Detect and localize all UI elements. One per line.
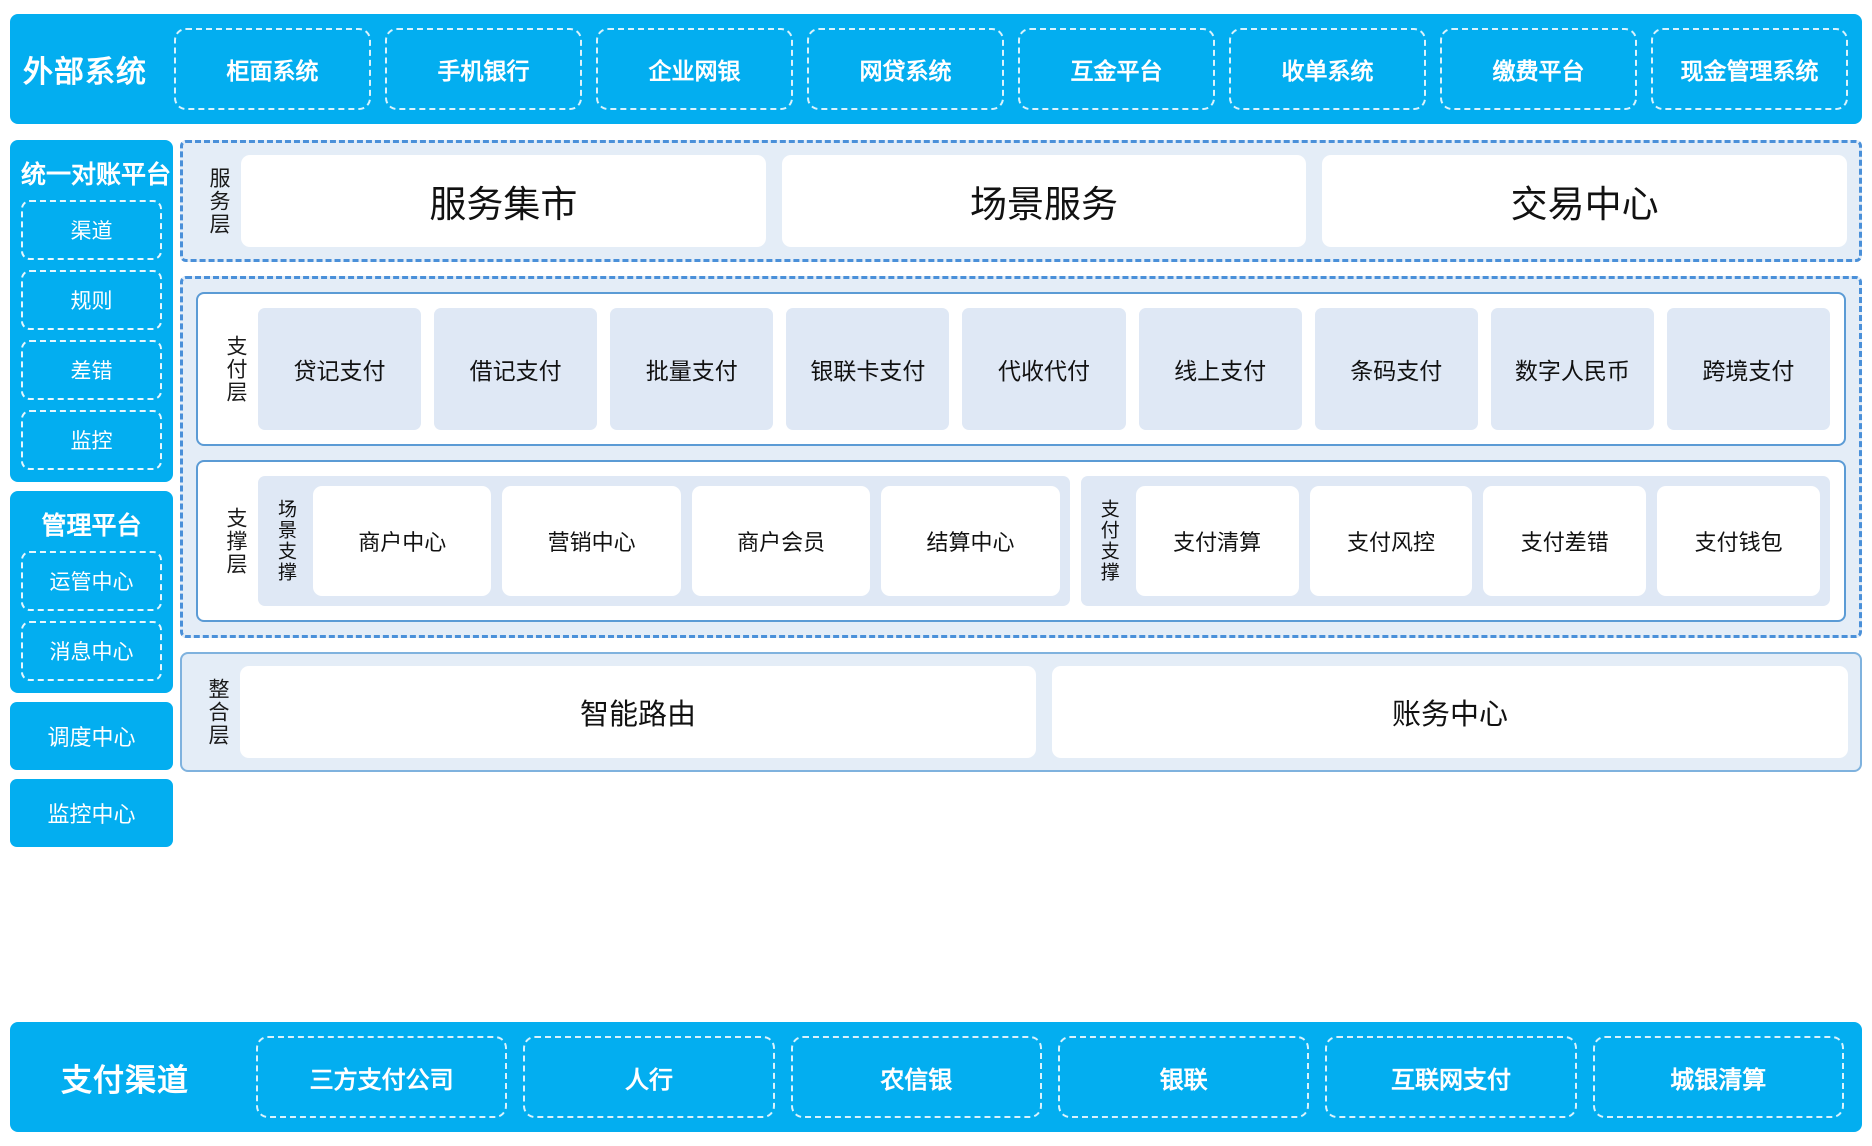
payment-channels-bar: 支付渠道 三方支付公司 人行 农信银 银联 互联网支付 城银清算: [10, 1022, 1862, 1132]
support-card-marketing-center[interactable]: 营销中心: [502, 486, 681, 596]
channel-item-unionpay[interactable]: 银联: [1057, 1036, 1310, 1118]
sidebar-item-channel[interactable]: 渠道: [21, 200, 162, 260]
channel-item-city-bank-clearing[interactable]: 城银清算: [1592, 1036, 1844, 1118]
service-card-marketplace[interactable]: 服务集市: [241, 155, 766, 247]
payment-support-group: 支付支撑 支付清算 支付风控 支付差错 支付钱包: [1080, 476, 1830, 606]
integration-card-accounting-center[interactable]: 账务中心: [1052, 666, 1848, 758]
service-layer-block: 服务层 服务集市 场景服务 交易中心: [180, 140, 1862, 262]
reconciliation-platform-panel: 统一对账平台 渠道 规则 差错 监控: [10, 140, 173, 482]
core-platform-block: 支付层 贷记支付 借记支付 批量支付 银联卡支付 代收代付 线上支付 条码支付 …: [180, 276, 1862, 638]
support-card-settlement-center[interactable]: 结算中心: [881, 486, 1060, 596]
payment-card-debit[interactable]: 借记支付: [434, 308, 598, 430]
support-layer-label: 支撑层: [224, 506, 248, 576]
channel-item-rcc[interactable]: 农信银: [790, 1036, 1042, 1118]
payment-layer-block: 支付层 贷记支付 借记支付 批量支付 银联卡支付 代收代付 线上支付 条码支付 …: [196, 292, 1846, 446]
management-platform-title: 管理平台: [41, 512, 142, 540]
external-system-item[interactable]: 手机银行: [385, 28, 582, 110]
main-architecture-column: 服务层 服务集市 场景服务 交易中心 支付层 贷记支付 借记支付 批量支付 银联…: [180, 140, 1862, 772]
payment-support-label: 支付支撑: [1097, 499, 1119, 583]
support-card-merchant-member[interactable]: 商户会员: [691, 486, 871, 596]
channel-item-third-party[interactable]: 三方支付公司: [256, 1036, 508, 1118]
external-systems-title: 外部系统: [23, 56, 147, 89]
support-card-payment-risk[interactable]: 支付风控: [1309, 486, 1473, 596]
payment-card-online[interactable]: 线上支付: [1138, 308, 1302, 430]
management-platform-panel: 管理平台 运管中心 消息中心: [10, 491, 173, 693]
support-card-payment-clearing[interactable]: 支付清算: [1135, 486, 1299, 596]
payment-card-collection-payment[interactable]: 代收代付: [962, 308, 1126, 430]
payment-card-barcode[interactable]: 条码支付: [1314, 308, 1478, 430]
external-system-item[interactable]: 现金管理系统: [1651, 28, 1848, 110]
service-card-scenario[interactable]: 场景服务: [781, 155, 1307, 247]
payment-card-digital-rmb[interactable]: 数字人民币: [1490, 308, 1654, 430]
reconciliation-platform-title: 统一对账平台: [21, 161, 172, 189]
payment-card-credit[interactable]: 贷记支付: [258, 308, 422, 430]
integration-layer-label: 整合层: [206, 677, 230, 747]
sidebar-item-error[interactable]: 差错: [21, 340, 162, 400]
support-card-payment-error[interactable]: 支付差错: [1483, 486, 1647, 596]
sidebar-item-rule[interactable]: 规则: [21, 270, 162, 330]
external-system-item[interactable]: 网贷系统: [807, 28, 1004, 110]
sidebar-item-operations-center[interactable]: 运管中心: [21, 551, 162, 611]
external-systems-bar: 外部系统 柜面系统 手机银行 企业网银 网贷系统 互金平台 收单系统 缴费平台 …: [10, 14, 1862, 124]
payment-card-batch[interactable]: 批量支付: [610, 308, 774, 430]
channel-item-pboc[interactable]: 人行: [523, 1036, 775, 1118]
scene-support-group: 场景支撑 商户中心 营销中心 商户会员 结算中心: [258, 476, 1070, 606]
sidebar-item-monitor[interactable]: 监控: [21, 410, 162, 470]
payment-card-cross-border[interactable]: 跨境支付: [1666, 308, 1830, 430]
scene-support-label: 场景支撑: [274, 499, 296, 583]
left-sidebar: 统一对账平台 渠道 规则 差错 监控 管理平台 运管中心 消息中心 调度中心 监…: [10, 140, 173, 1010]
sidebar-item-scheduling-center[interactable]: 调度中心: [10, 702, 173, 770]
external-system-item[interactable]: 收单系统: [1229, 28, 1426, 110]
payment-card-unionpay[interactable]: 银联卡支付: [786, 308, 950, 430]
integration-card-smart-routing[interactable]: 智能路由: [240, 666, 1036, 758]
integration-layer-block: 整合层 智能路由 账务中心: [180, 652, 1862, 772]
external-system-item[interactable]: 柜面系统: [174, 28, 371, 110]
support-card-merchant-center[interactable]: 商户中心: [313, 486, 492, 596]
sidebar-item-monitoring-center[interactable]: 监控中心: [10, 779, 173, 847]
channel-item-internet-payment[interactable]: 互联网支付: [1325, 1036, 1577, 1118]
service-card-transaction[interactable]: 交易中心: [1322, 155, 1848, 247]
external-system-item[interactable]: 企业网银: [596, 28, 793, 110]
service-layer-label: 服务层: [207, 166, 231, 236]
external-system-item[interactable]: 缴费平台: [1440, 28, 1637, 110]
payment-channels-title: 支付渠道: [61, 1062, 189, 1098]
support-card-payment-wallet[interactable]: 支付钱包: [1657, 486, 1821, 596]
support-layer-block: 支撑层 场景支撑 商户中心 营销中心 商户会员 结算中心: [196, 460, 1846, 622]
payment-layer-label: 支付层: [224, 334, 248, 404]
sidebar-item-message-center[interactable]: 消息中心: [21, 621, 162, 681]
external-system-item[interactable]: 互金平台: [1018, 28, 1215, 110]
